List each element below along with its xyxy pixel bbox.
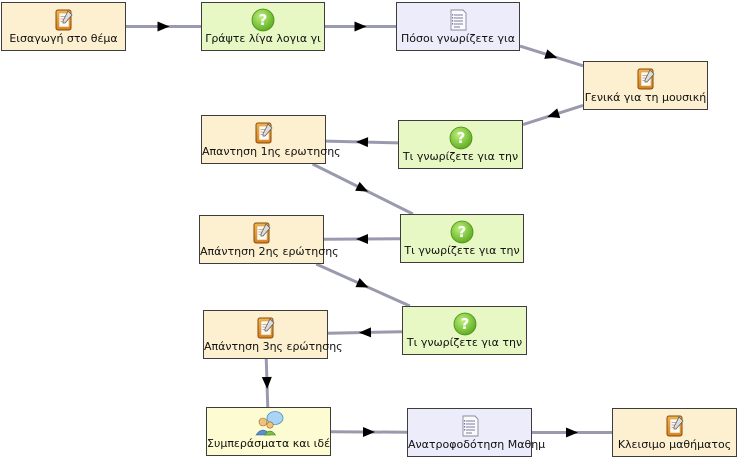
node-label: Ανατροφοδότηση Μαθημ [408,438,546,451]
question-node-q3[interactable]: ? Τι γνωρίζετε για την [402,306,527,355]
chat-icon [254,410,284,436]
svg-text:?: ? [259,11,268,29]
node-label: Τι γνωρίζετε για την [404,244,520,257]
node-label: Απάντηση 3ης ερώτησης [204,340,343,353]
edge-arrowhead [356,233,369,244]
notebook-icon [250,221,274,245]
notebook-icon [663,414,687,438]
edge-n2-n3 [325,21,396,32]
question-icon: ? [450,220,474,244]
question-node-write[interactable]: ? Γράψτε λίγα λογια γι [201,2,325,51]
activity-node-answer-3[interactable]: Απάντηση 3ης ερώτησης [203,310,343,359]
edge-n12-n13 [532,427,612,438]
activity-node-answer-2[interactable]: Απάντηση 2ης ερώτησης [199,215,339,264]
forum-node-conclusions[interactable]: Συμπεράσματα και ιδέ [206,407,331,456]
edge-arrowhead [356,137,369,148]
notebook-icon [52,8,76,32]
edge-n10-n11 [261,358,272,408]
activity-node-music[interactable]: Γενικά για τη μουσική [583,61,708,110]
edge-n6-n7 [311,162,414,216]
activity-node-answer-1[interactable]: Απαντηση 1ης ερωτησης [201,115,341,164]
edge-n1-n2 [126,21,201,32]
edge-n4-n5 [522,104,584,126]
node-label: Τι γνωρίζετε για την [402,150,519,163]
node-label: Απάντηση 2ης ερώτησης [200,245,339,258]
edge-arrowhead [355,181,369,192]
node-label: Συμπεράσματα και ιδέ [207,437,331,450]
question-icon: ? [453,312,477,336]
notebook-icon [634,67,658,91]
edge-n3-n4 [519,44,584,68]
edge-n7-n8 [323,233,401,244]
node-label: Πόσοι γνωρίζετε για [401,32,515,45]
question-node-q1[interactable]: ? Τι γνωρίζετε για την [398,120,523,169]
survey-icon [458,414,482,438]
activity-node-intro[interactable]: Εισαγωγή στο θέμα [1,2,126,51]
node-label: Απαντηση 1ης ερωτησης [202,145,341,158]
survey-icon [446,8,470,32]
edge-arrowhead [544,49,558,59]
edge-arrowhead [362,426,375,437]
edge-arrowhead [547,108,561,118]
node-label: Τι γνωρίζετε για την [406,336,523,349]
edge-n11-n12 [330,426,408,437]
node-label: Γράψτε λίγα λογια γι [205,32,321,45]
edge-arrowhead [359,327,372,338]
notebook-icon [252,121,276,145]
activity-node-closing[interactable]: Κλεισιμο μαθήματος [612,408,737,457]
survey-node-how-many[interactable]: Πόσοι γνωρίζετε για [396,2,520,51]
edge-arrowhead [261,376,272,389]
edge-n8-n9 [315,262,411,308]
edge-arrowhead [355,277,369,288]
node-label: Γενικά για τη μουσική [584,91,707,104]
edge-arrowhead [566,427,578,438]
node-label: Κλεισιμο μαθήματος [617,438,732,451]
node-label: Εισαγωγή στο θέμα [9,32,118,45]
question-icon: ? [251,8,275,32]
question-node-q2[interactable]: ? Τι γνωρίζετε για την [400,214,524,263]
notebook-icon [254,316,278,340]
edge-arrowhead [157,21,170,32]
question-icon: ? [449,126,473,150]
edge-arrowhead [354,21,367,32]
survey-node-feedback[interactable]: Ανατροφοδότηση Μαθημ [407,408,546,457]
edge-n5-n6 [325,137,399,148]
svg-text:?: ? [458,223,467,241]
svg-text:?: ? [456,129,465,147]
edge-n9-n10 [327,327,403,338]
svg-text:?: ? [460,315,469,333]
